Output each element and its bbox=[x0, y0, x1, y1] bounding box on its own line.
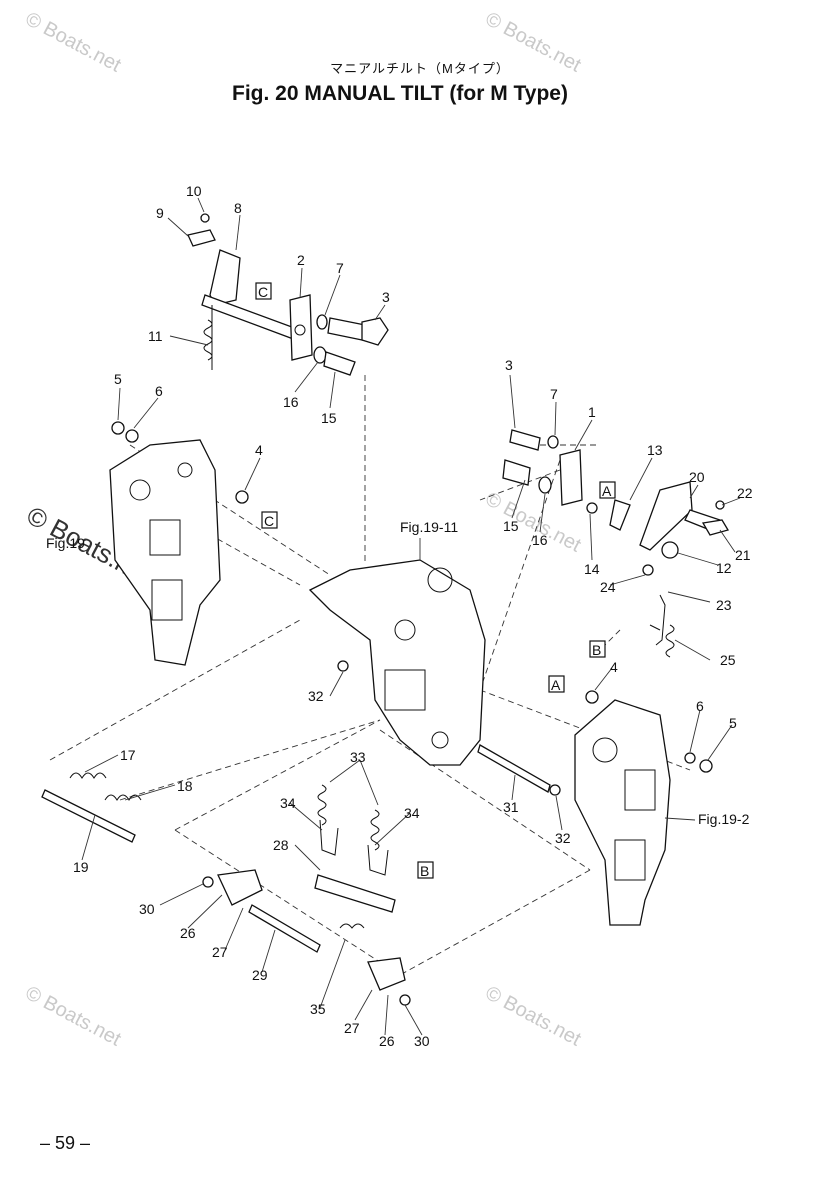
part-label: 25 bbox=[720, 652, 736, 668]
part-label: 29 bbox=[252, 967, 268, 983]
callout-b-lower bbox=[417, 861, 434, 879]
callout-b-label: B bbox=[420, 863, 429, 879]
part-label: 19 bbox=[73, 859, 89, 875]
part-label: 12 bbox=[716, 560, 732, 576]
right-bracket bbox=[477, 690, 713, 926]
part-label: 3 bbox=[382, 289, 390, 305]
part-label: 35 bbox=[310, 1001, 326, 1017]
page-number: – 59 – bbox=[40, 1133, 91, 1153]
part-label: 16 bbox=[532, 532, 548, 548]
part-label: 10 bbox=[186, 183, 202, 199]
callout-c-label: C bbox=[264, 513, 274, 529]
part-label: 34 bbox=[280, 795, 296, 811]
part-label: 32 bbox=[555, 830, 571, 846]
part-label: 5 bbox=[729, 715, 737, 731]
lower-parts bbox=[41, 772, 411, 1006]
part-label: 17 bbox=[120, 747, 136, 763]
part-label: 30 bbox=[414, 1033, 430, 1049]
part-label: 26 bbox=[180, 925, 196, 941]
part-label: 4 bbox=[610, 659, 618, 675]
part-label: 32 bbox=[308, 688, 324, 704]
callout-a-right bbox=[599, 481, 616, 499]
part-label: 13 bbox=[647, 442, 663, 458]
part-label: 16 bbox=[283, 394, 299, 410]
part-label: 28 bbox=[273, 837, 289, 853]
part-label: 15 bbox=[321, 410, 337, 426]
part-label: 30 bbox=[139, 901, 155, 917]
part-label: 2 bbox=[297, 252, 305, 268]
part-label: 27 bbox=[212, 944, 228, 960]
swivel-bracket bbox=[308, 559, 486, 766]
left-bracket bbox=[109, 421, 249, 666]
part-label: 4 bbox=[255, 442, 263, 458]
part-label: 7 bbox=[550, 386, 558, 402]
callout-boxes: C C A A B B bbox=[255, 282, 616, 879]
part-label: 15 bbox=[503, 518, 519, 534]
leader-lines bbox=[81, 197, 741, 1036]
part-label: 6 bbox=[155, 383, 163, 399]
part-label: 14 bbox=[584, 561, 600, 577]
callout-a-label: A bbox=[602, 483, 612, 499]
ref-fig19-11: Fig.19-11 bbox=[400, 519, 458, 535]
callout-b-label: B bbox=[592, 642, 601, 658]
part-label: 9 bbox=[156, 205, 164, 221]
part-label: 8 bbox=[234, 200, 242, 216]
part-label: 5 bbox=[114, 371, 122, 387]
part-label: 11 bbox=[148, 328, 163, 344]
part-label: 24 bbox=[600, 579, 616, 595]
part-label: 6 bbox=[696, 698, 704, 714]
figure-title: Fig. 20 MANUAL TILT (for M Type) bbox=[232, 82, 568, 105]
part-label: 18 bbox=[177, 778, 193, 794]
part-label: 26 bbox=[379, 1033, 395, 1049]
callout-a-lower bbox=[548, 675, 565, 693]
callout-c-top bbox=[255, 282, 272, 300]
ref-fig19-2: Fig.19-2 bbox=[698, 811, 750, 827]
part-label: 1 bbox=[588, 404, 596, 420]
part-label: 20 bbox=[689, 469, 705, 485]
callout-b-right bbox=[589, 640, 606, 658]
japanese-title: マニアルチルト（Mタイプ） bbox=[330, 61, 510, 76]
callout-a-label: A bbox=[551, 677, 561, 693]
part-labels: 10 9 8 2 7 3 11 16 15 5 6 4 3 7 1 13 20 … bbox=[73, 183, 753, 1049]
right-lever-assembly bbox=[502, 429, 729, 658]
upper-lever-assembly bbox=[187, 213, 389, 376]
part-label: 23 bbox=[716, 597, 732, 613]
part-label: 22 bbox=[737, 485, 753, 501]
ref-fig19: Fig.19 bbox=[46, 535, 85, 551]
part-label: 3 bbox=[505, 357, 513, 373]
part-label: 33 bbox=[350, 749, 366, 765]
part-label: 31 bbox=[503, 799, 519, 815]
part-label: 7 bbox=[336, 260, 344, 276]
part-label: 21 bbox=[735, 547, 751, 563]
callout-c-left bbox=[261, 511, 278, 529]
part-label: 27 bbox=[344, 1020, 360, 1036]
figure-references: Fig.19-11 Fig.19-2 Fig.19 bbox=[46, 519, 750, 827]
part-label: 34 bbox=[404, 805, 420, 821]
callout-c-label: C bbox=[258, 284, 268, 300]
